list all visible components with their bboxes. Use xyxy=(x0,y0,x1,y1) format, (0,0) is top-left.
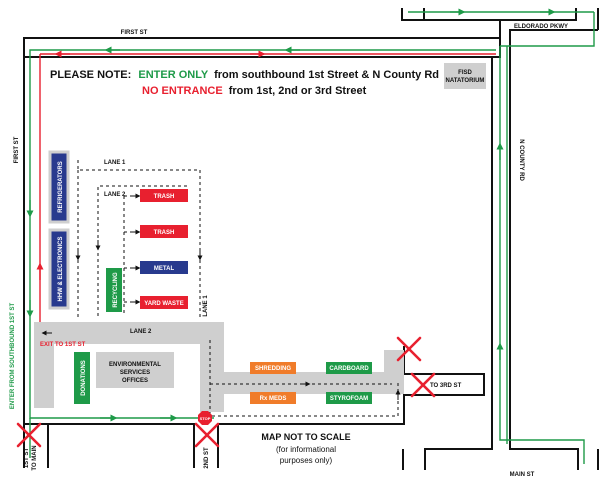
svg-text:DONATIONS: DONATIONS xyxy=(81,360,87,396)
street-label-first-top: FIRST ST xyxy=(121,30,148,36)
svg-text:Rx MEDS: Rx MEDS xyxy=(260,396,287,402)
street-label-2nd: 2ND ST xyxy=(204,447,210,469)
svg-text:SERVICES: SERVICES xyxy=(120,370,150,376)
scale-note-line-2: purposes only) xyxy=(280,456,333,465)
closed-marker-3rd-st xyxy=(410,372,436,398)
svg-text:NATATORIUM: NATATORIUM xyxy=(446,78,485,84)
lane-label-2-top: LANE 2 xyxy=(104,192,126,198)
exit-route xyxy=(39,53,496,342)
svg-text:METAL: METAL xyxy=(154,266,175,272)
svg-text:ENVIRONMENTAL: ENVIRONMENTAL xyxy=(109,362,161,368)
station-donations: DONATIONS xyxy=(74,352,90,404)
station-refrigerators: REFRIGERATORS xyxy=(48,150,70,224)
street-label-to-3rd: TO 3RD ST xyxy=(430,383,462,389)
entry-route-arrows xyxy=(26,8,556,422)
station-trash-2: TRASH xyxy=(140,225,188,238)
svg-text:CARDBOARD: CARDBOARD xyxy=(329,366,369,372)
station-styrofoam: STYROFOAM xyxy=(326,392,372,404)
svg-text:REFRIGERATORS: REFRIGERATORS xyxy=(58,161,64,212)
street-label-to-main-1: 1ST ST xyxy=(24,447,30,468)
svg-text:YARD WASTE: YARD WASTE xyxy=(144,301,183,307)
svg-text:HHW & ELECTRONICS: HHW & ELECTRONICS xyxy=(58,237,64,302)
station-rx-meds: Rx MEDS xyxy=(250,392,296,404)
svg-text:TRASH: TRASH xyxy=(154,194,175,200)
note-line-2: NO ENTRANCE from 1st, 2nd or 3rd Street xyxy=(142,85,367,97)
svg-text:STOP: STOP xyxy=(200,416,211,421)
entry-route xyxy=(29,11,595,464)
offices-building: ENVIRONMENTAL SERVICES OFFICES xyxy=(96,352,174,388)
closed-marker-1st-st xyxy=(16,422,42,448)
lane-label-2-bottom: LANE 2 xyxy=(130,329,152,335)
svg-text:RECYCLING: RECYCLING xyxy=(113,272,119,308)
svg-text:OFFICES: OFFICES xyxy=(122,378,148,384)
entry-side-label: ENTER FROM SOUTHBOUND 1ST ST xyxy=(10,303,16,410)
svg-text:SHREDDING: SHREDDING xyxy=(255,366,291,372)
scale-note-line-1: (for informational xyxy=(276,445,336,454)
stop-sign: STOP xyxy=(198,411,212,425)
exit-label: EXIT TO 1ST ST xyxy=(40,342,86,348)
svg-text:TRASH: TRASH xyxy=(154,230,175,236)
station-cardboard: CARDBOARD xyxy=(326,362,372,374)
scale-note-title: MAP NOT TO SCALE xyxy=(261,432,350,442)
natatorium-building: FISD NATATORIUM xyxy=(444,63,486,89)
street-label-main: MAIN ST xyxy=(510,472,535,478)
lane-arrows xyxy=(41,193,401,400)
station-hhw-electronics: HHW & ELECTRONICS xyxy=(48,228,70,310)
street-label-to-main-2: TO MAIN xyxy=(32,445,38,470)
station-trash-1: TRASH xyxy=(140,189,188,202)
exit-route-arrows xyxy=(36,50,266,280)
street-label-n-county: N COUNTY RD xyxy=(518,139,524,181)
svg-text:FISD: FISD xyxy=(458,70,472,76)
station-yard-waste: YARD WASTE xyxy=(140,296,188,309)
lane-label-1-side: LANE 1 xyxy=(203,295,209,317)
station-metal: METAL xyxy=(140,261,188,274)
closed-marker-2nd-st xyxy=(194,422,220,448)
street-label-first-left: FIRST ST xyxy=(14,136,20,163)
street-outlines xyxy=(23,8,599,470)
svg-text:STYROFOAM: STYROFOAM xyxy=(330,396,368,402)
lane-label-1-top: LANE 1 xyxy=(104,160,126,166)
station-shredding: SHREDDING xyxy=(250,362,296,374)
note-line-1: PLEASE NOTE: ENTER ONLY from southbound … xyxy=(50,69,439,81)
street-label-eldorado: ELDORADO PKWY xyxy=(514,24,568,30)
station-recycling: RECYCLING xyxy=(106,268,122,312)
closed-marker-top xyxy=(396,336,422,362)
driveways xyxy=(34,322,404,412)
